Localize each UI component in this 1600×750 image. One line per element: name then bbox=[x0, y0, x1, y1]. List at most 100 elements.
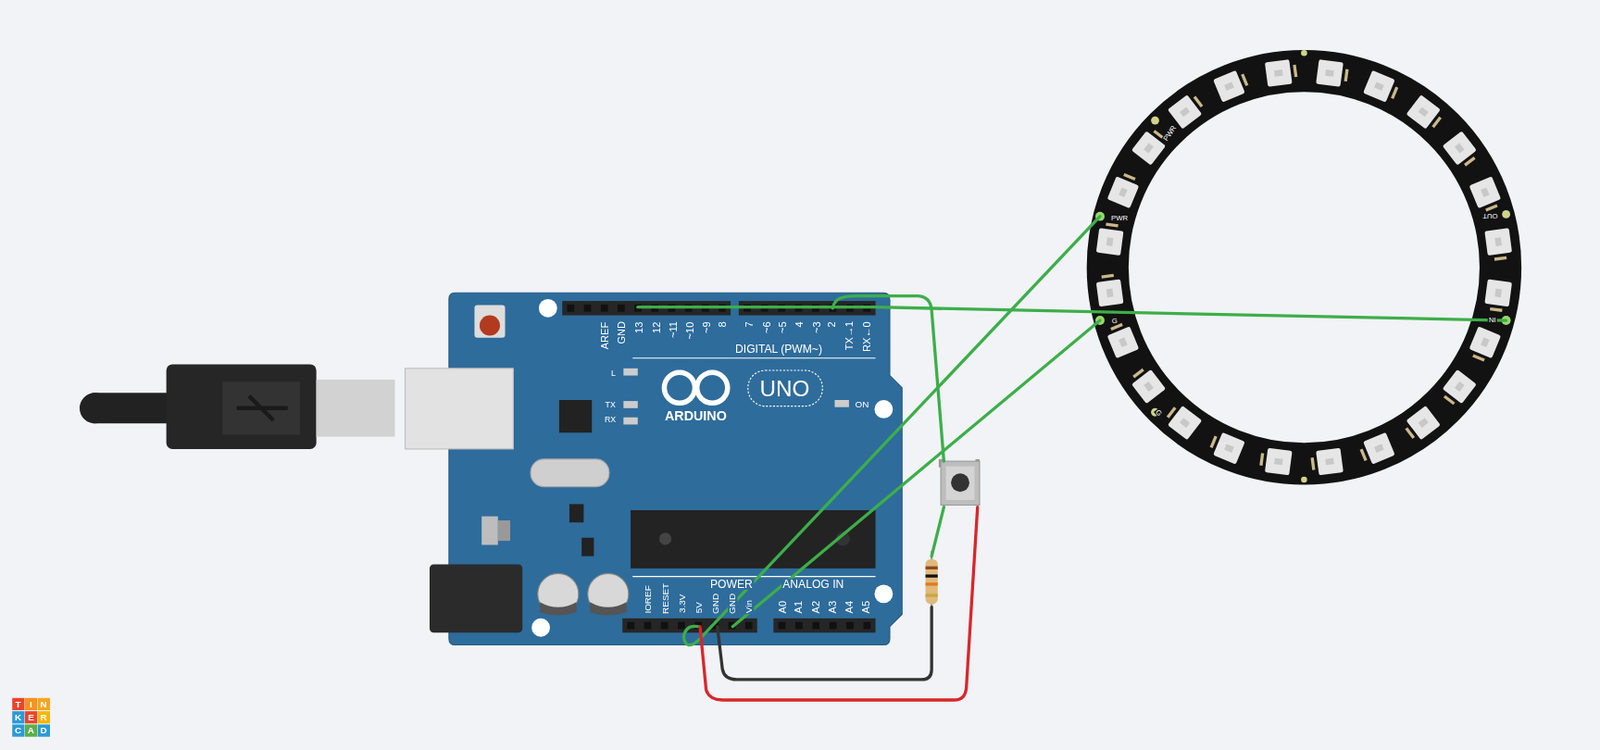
pin-label: 12 bbox=[650, 320, 662, 334]
usb-plug bbox=[166, 363, 317, 449]
pin-socket bbox=[745, 622, 753, 630]
pin-label: 5V bbox=[694, 600, 704, 614]
led-die bbox=[1418, 107, 1429, 118]
led-die bbox=[1118, 337, 1127, 348]
tinkercad-logo bbox=[12, 698, 50, 738]
pin-socket bbox=[661, 622, 669, 630]
pin-label: ~6 bbox=[761, 320, 772, 335]
pin-header bbox=[773, 618, 875, 633]
small-part bbox=[581, 537, 594, 557]
led-cap bbox=[1472, 353, 1485, 362]
led-die bbox=[1494, 288, 1502, 299]
ring-pads bbox=[1150, 50, 1511, 483]
wired-pads bbox=[1095, 212, 1512, 325]
led-cap bbox=[1443, 395, 1456, 406]
led-cap bbox=[1463, 156, 1476, 167]
led-cap bbox=[1166, 406, 1177, 419]
logo-letter: N bbox=[38, 699, 48, 709]
pin-label: A0 bbox=[777, 600, 788, 615]
brand-label: ARDUINO bbox=[663, 408, 728, 422]
logo-tile bbox=[25, 698, 38, 711]
led-die bbox=[1106, 237, 1114, 247]
led-body bbox=[1212, 70, 1246, 103]
wires bbox=[637, 216, 1507, 700]
neopixel-led bbox=[1212, 67, 1251, 102]
neopixel-ring bbox=[1095, 50, 1513, 483]
led bbox=[623, 368, 638, 376]
neopixel-led bbox=[1095, 273, 1125, 307]
led-cap bbox=[1310, 457, 1315, 471]
band bbox=[925, 593, 938, 597]
logo-tile bbox=[37, 698, 50, 711]
neopixel-led bbox=[1207, 429, 1246, 464]
led-cap bbox=[1485, 204, 1498, 213]
led-cap bbox=[1259, 452, 1264, 466]
led-body bbox=[1362, 432, 1396, 465]
pad bbox=[1300, 476, 1308, 484]
led-body bbox=[1469, 325, 1502, 359]
led-die bbox=[1325, 69, 1335, 77]
led-die bbox=[1143, 381, 1154, 392]
pad bbox=[1150, 116, 1160, 125]
pin-socket bbox=[846, 622, 854, 630]
pin-label: GND bbox=[616, 320, 627, 346]
logo-tile bbox=[37, 711, 50, 724]
led-body bbox=[1096, 227, 1125, 256]
led-body bbox=[1484, 279, 1513, 308]
led-die bbox=[1480, 187, 1489, 198]
neopixel-led bbox=[1162, 401, 1202, 440]
usb-metal bbox=[316, 379, 396, 438]
regulator-legs bbox=[498, 520, 511, 541]
led-die bbox=[1143, 142, 1154, 153]
logo-letter: K bbox=[13, 712, 23, 723]
button-cap bbox=[950, 473, 970, 492]
neopixel-led bbox=[1483, 279, 1513, 313]
logo-letter: C bbox=[13, 725, 23, 736]
pin-label: RESET bbox=[662, 581, 672, 614]
neopixel-led bbox=[1104, 320, 1139, 359]
neopixel-led bbox=[1357, 432, 1396, 467]
ring-board bbox=[1107, 71, 1500, 464]
wire bbox=[683, 216, 1100, 646]
band bbox=[925, 566, 938, 570]
led-die bbox=[1179, 417, 1190, 428]
pin-label: ~11 bbox=[668, 320, 679, 339]
wire bbox=[732, 320, 1100, 627]
hole bbox=[874, 584, 893, 603]
neopixel-led bbox=[1258, 447, 1292, 476]
led-cap bbox=[1110, 323, 1123, 331]
usb-plug-face bbox=[222, 381, 300, 435]
pin-label: A4 bbox=[845, 600, 856, 615]
led-die bbox=[1454, 142, 1465, 153]
ring-pad-label: PWR bbox=[1110, 213, 1129, 222]
led-cap bbox=[1210, 436, 1218, 449]
logo-tile bbox=[25, 724, 38, 737]
chip-dot bbox=[659, 532, 672, 545]
resistor-body bbox=[925, 559, 938, 604]
logo-tile bbox=[12, 724, 25, 737]
pin-label: POWER bbox=[709, 577, 754, 589]
logo-letter: T bbox=[13, 699, 22, 709]
led-die bbox=[1325, 458, 1335, 466]
neopixel-led bbox=[1442, 130, 1481, 170]
pin-label: ON bbox=[853, 399, 870, 409]
neopixel-led bbox=[1362, 70, 1401, 105]
pin-label: TX→1 bbox=[845, 320, 856, 351]
logo-tile bbox=[25, 711, 38, 724]
pin-label: ~5 bbox=[777, 320, 788, 335]
pin-socket bbox=[829, 622, 838, 630]
neopixel-led bbox=[1107, 170, 1142, 209]
led-cap bbox=[1123, 173, 1136, 181]
led-cap bbox=[1404, 426, 1415, 439]
usb-chip bbox=[559, 400, 592, 433]
led-die bbox=[1224, 82, 1235, 91]
neopixel-led bbox=[1167, 90, 1207, 129]
model-label: UNO bbox=[758, 377, 811, 400]
neopixel-led bbox=[1127, 364, 1166, 404]
led-cap bbox=[1431, 116, 1442, 129]
led-die bbox=[1179, 107, 1190, 118]
logo-tile bbox=[37, 724, 50, 737]
led-die bbox=[1374, 443, 1385, 452]
arduino-logo bbox=[663, 372, 727, 403]
